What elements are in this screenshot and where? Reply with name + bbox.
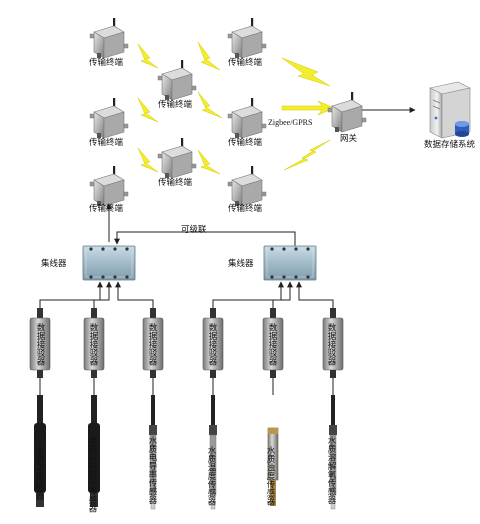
data-collector bbox=[29, 308, 51, 395]
collector-wire bbox=[39, 281, 103, 308]
sensor-label: 水质电导率传感器 bbox=[147, 436, 157, 504]
storage-label: 数据存储系统 bbox=[424, 140, 476, 150]
data-collector bbox=[83, 308, 105, 395]
cascade-connector bbox=[114, 231, 296, 246]
storage-server-icon bbox=[429, 81, 471, 139]
transmitter-label: 传输终端 bbox=[89, 138, 124, 148]
water-sensor-probe bbox=[267, 427, 279, 506]
transmitter-device bbox=[89, 166, 129, 207]
wireless-link-icon bbox=[197, 41, 221, 71]
transmitter-device bbox=[227, 18, 267, 59]
transmitter-label: 传输终端 bbox=[228, 58, 263, 68]
collector-wire bbox=[296, 281, 334, 308]
data-collector bbox=[142, 308, 164, 395]
sensor-label: 水质温度传感器 bbox=[206, 446, 216, 506]
transmitter-device bbox=[157, 138, 197, 179]
wireless-link-icon bbox=[137, 97, 159, 123]
transmitter-label: 传输终端 bbox=[228, 204, 263, 214]
data-collector bbox=[322, 308, 344, 395]
wireless-link-icon bbox=[281, 57, 331, 87]
collector-wire bbox=[212, 281, 284, 308]
data-collector bbox=[262, 308, 284, 395]
concentrator-hub bbox=[82, 245, 136, 281]
sensor-label: 水质铵根离子传感器 bbox=[87, 436, 97, 513]
transmitter-label: 传输终端 bbox=[89, 204, 124, 214]
transmitter-device bbox=[227, 98, 267, 139]
gateway-label: 网关 bbox=[340, 134, 358, 144]
concentrator-hub bbox=[263, 245, 317, 281]
transmitter-label: 传输终端 bbox=[158, 178, 193, 188]
transmitter-label: 传输终端 bbox=[228, 138, 263, 148]
collector-label: 数据接驳器 bbox=[326, 323, 336, 366]
gateway-device bbox=[327, 92, 367, 133]
sensor-label: 水质溶解氧传感器 bbox=[326, 436, 336, 504]
collector-wire bbox=[115, 281, 154, 308]
water-sensor-probe bbox=[209, 395, 217, 510]
collector-wire bbox=[272, 281, 293, 308]
collector-wire bbox=[93, 281, 112, 308]
collector-label: 数据接驳器 bbox=[35, 323, 45, 366]
transmitter-device bbox=[227, 166, 267, 207]
collector-label: 数据接驳器 bbox=[267, 323, 277, 366]
wireless-link-icon bbox=[281, 100, 335, 116]
water-sensor-probe bbox=[34, 395, 46, 507]
wireless-link-icon bbox=[283, 139, 331, 171]
transmitter-device bbox=[157, 60, 197, 101]
concentrator-label: 集线器 bbox=[228, 259, 254, 269]
transmitter-device bbox=[89, 98, 129, 139]
sensor-label: 水质PH传感器 bbox=[34, 446, 44, 501]
sensor-label: 水质浊度传感器 bbox=[265, 446, 275, 506]
transmitter-label: 传输终端 bbox=[89, 58, 124, 68]
data-collector bbox=[202, 308, 224, 395]
water-sensor-probe bbox=[88, 395, 100, 507]
wireless-link-icon bbox=[197, 149, 221, 175]
water-sensor-probe bbox=[149, 395, 157, 510]
transmitter-label: 传输终端 bbox=[158, 100, 193, 110]
cascade-label: 可级联 bbox=[181, 225, 207, 235]
gateway-box bbox=[327, 92, 367, 133]
link-label: Zigbee/GPRS bbox=[268, 118, 313, 127]
wireless-link-icon bbox=[197, 91, 223, 119]
water-sensor-probe bbox=[329, 395, 337, 510]
collector-label: 数据接驳器 bbox=[147, 323, 157, 366]
collector-label: 数据接驳器 bbox=[88, 323, 98, 366]
collector-label: 数据接驳器 bbox=[207, 323, 217, 366]
transmitter-device bbox=[89, 18, 129, 59]
wireless-link-icon bbox=[137, 147, 159, 173]
wireless-link-icon bbox=[137, 43, 159, 69]
concentrator-label: 集线器 bbox=[41, 259, 67, 269]
